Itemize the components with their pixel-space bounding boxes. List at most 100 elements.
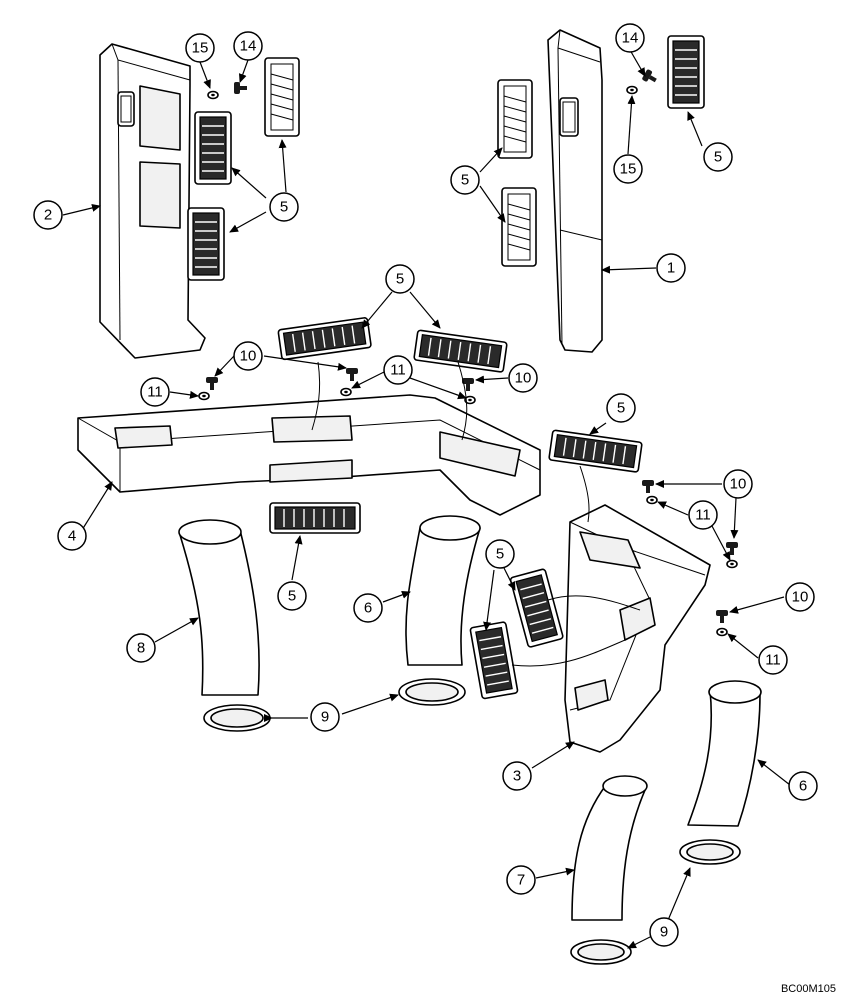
washer-15-left — [207, 90, 219, 100]
screw-14-right — [641, 68, 659, 86]
vent-louver-3c — [469, 620, 519, 700]
svg-text:14: 14 — [240, 38, 257, 55]
callout-6: 6 — [788, 771, 818, 801]
svg-text:10: 10 — [515, 370, 532, 387]
svg-text:5: 5 — [288, 588, 296, 605]
reference-code: BC00M105 — [781, 983, 836, 995]
vent-louver-2a — [194, 111, 232, 185]
svg-text:8: 8 — [137, 640, 145, 657]
callout-5: 5 — [385, 264, 415, 294]
callout-10: 10 — [785, 582, 815, 612]
seal-ring-9d — [570, 939, 632, 965]
side-duct — [564, 504, 711, 753]
vent-frame-1a — [497, 79, 533, 159]
callout-6: 6 — [353, 593, 383, 623]
callout-4: 4 — [57, 521, 87, 551]
washer-11d — [646, 495, 658, 505]
callout-2: 2 — [33, 200, 63, 230]
svg-text:1: 1 — [667, 260, 675, 277]
seal-ring-9c — [679, 839, 741, 865]
screw-10e — [726, 542, 738, 555]
callouts: 2 15 14 5 1 14 15 5 5 5 10 11 11 10 4 5 … — [33, 23, 818, 947]
callout-5: 5 — [703, 142, 733, 172]
callout-5: 5 — [606, 393, 636, 423]
svg-text:5: 5 — [496, 546, 504, 563]
screw-10b — [346, 368, 358, 381]
callout-9: 9 — [310, 702, 340, 732]
callout-11: 11 — [758, 645, 788, 675]
svg-text:5: 5 — [617, 400, 625, 417]
callout-10: 10 — [723, 469, 753, 499]
svg-text:10: 10 — [240, 348, 257, 365]
svg-text:6: 6 — [364, 600, 372, 617]
svg-text:2: 2 — [44, 207, 52, 224]
callout-5: 5 — [485, 539, 515, 569]
washer-11f — [716, 627, 728, 637]
washer-11a — [198, 391, 210, 401]
callout-15: 15 — [613, 154, 643, 184]
svg-text:11: 11 — [147, 384, 163, 401]
vent-frame-1b — [501, 187, 537, 267]
rear-duct — [77, 394, 541, 516]
callout-5: 5 — [277, 581, 307, 611]
svg-text:11: 11 — [765, 652, 781, 669]
screw-10a — [206, 377, 218, 390]
screw-14-left — [234, 82, 247, 94]
vent-louver-4a — [277, 316, 373, 361]
svg-text:15: 15 — [620, 161, 637, 178]
hose-7 — [571, 775, 648, 921]
svg-text:7: 7 — [517, 872, 525, 889]
seal-ring-9b — [398, 678, 466, 706]
hose-6-right — [687, 680, 762, 827]
pillar-trim-right — [547, 29, 603, 353]
svg-text:6: 6 — [799, 778, 807, 795]
callout-5: 5 — [450, 165, 480, 195]
callout-9: 9 — [649, 917, 679, 947]
callout-11: 11 — [688, 500, 718, 530]
hose-8 — [178, 519, 260, 696]
callout-3: 3 — [502, 761, 532, 791]
svg-text:4: 4 — [68, 528, 76, 545]
washer-11e — [726, 559, 738, 569]
svg-text:5: 5 — [461, 172, 469, 189]
vent-frame-2 — [264, 57, 300, 137]
callout-8: 8 — [126, 633, 156, 663]
seal-ring-9a — [203, 704, 271, 732]
svg-text:5: 5 — [280, 199, 288, 216]
vent-louver-2b — [187, 207, 225, 281]
svg-text:10: 10 — [792, 589, 809, 606]
callout-7: 7 — [506, 865, 536, 895]
washer-11b — [340, 387, 352, 397]
svg-text:5: 5 — [396, 271, 404, 288]
vent-louver-4c — [269, 502, 361, 534]
svg-text:10: 10 — [730, 476, 747, 493]
callout-11: 11 — [383, 355, 413, 385]
callout-10: 10 — [508, 363, 538, 393]
washer-15-right — [626, 85, 638, 95]
svg-text:9: 9 — [660, 924, 668, 941]
svg-text:11: 11 — [695, 507, 711, 524]
vent-louver-3a — [548, 429, 643, 474]
callout-14: 14 — [615, 23, 645, 53]
hose-6-left — [405, 515, 481, 666]
svg-text:14: 14 — [622, 30, 639, 47]
svg-text:5: 5 — [714, 149, 722, 166]
callout-14: 14 — [233, 31, 263, 61]
callout-10: 10 — [233, 341, 263, 371]
vent-louver-3b — [509, 567, 565, 649]
callout-11: 11 — [140, 377, 170, 407]
svg-text:15: 15 — [192, 40, 209, 57]
svg-text:9: 9 — [321, 709, 329, 726]
screw-10d — [642, 480, 654, 493]
callout-1: 1 — [656, 253, 686, 283]
leader-lines — [62, 49, 791, 949]
callout-15: 15 — [185, 33, 215, 63]
svg-text:11: 11 — [390, 362, 406, 379]
vent-louver-1 — [667, 35, 705, 109]
svg-text:3: 3 — [513, 768, 521, 785]
pillar-trim-left — [99, 43, 206, 359]
screw-10f — [716, 610, 728, 623]
vent-louver-4b — [413, 329, 508, 374]
callout-5: 5 — [269, 192, 299, 222]
